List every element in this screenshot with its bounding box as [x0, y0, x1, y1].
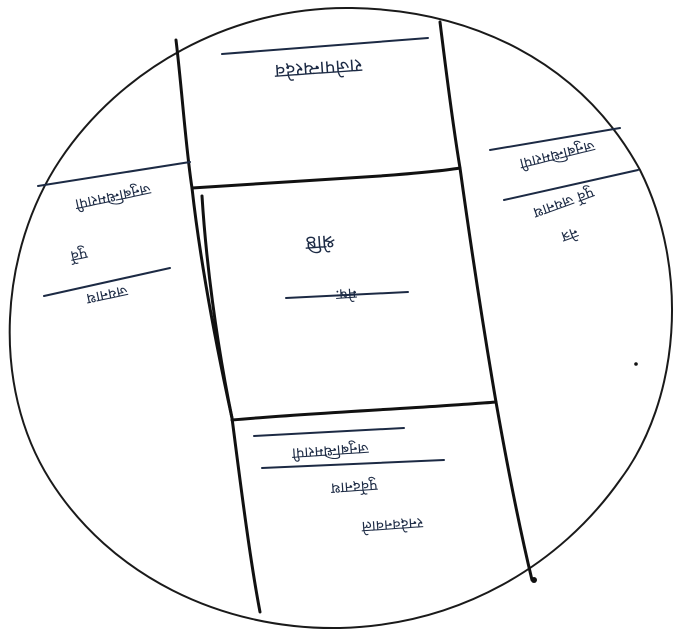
left-segment-text: जनुबन्धिमरापी पुर्वे जयनाथ — [38, 162, 190, 308]
bottom-text-rule-2 — [262, 460, 444, 468]
center-cell-left-edge — [202, 196, 232, 418]
bottom-text-line-3: रनदेवनवाले — [360, 514, 423, 536]
left-text-line-2: पुर्वे — [68, 243, 89, 265]
bottom-text-rule-1 — [254, 428, 404, 436]
ink-dot — [531, 577, 537, 583]
center-text-line-1: श्रेष्ठि — [304, 230, 336, 255]
right-text-line-2: पुर्वे जयनाथ — [530, 182, 596, 222]
left-text-rule-1 — [38, 162, 190, 186]
right-segment-text: जनुबन्धिमरापी पुर्वे जयनाथ नेत्र — [490, 128, 638, 246]
bottom-text-line-1: जनुबन्धिमरापी — [290, 438, 369, 462]
top-text-line-1: राजेपान्यरदेव — [274, 54, 363, 83]
ink-dot — [634, 362, 638, 366]
top-cell-text: राजेपान्यरदेव — [222, 38, 428, 83]
bottom-cell-divider — [232, 402, 496, 420]
bottom-cell-text: जनुबन्धिमरापी पुर्वेदनाथ रनदेवनवाले — [254, 428, 444, 536]
center-cell-text: श्रेष्ठि मेषः — [286, 230, 408, 304]
top-text-rule — [222, 38, 428, 54]
right-text-line-1: जनुबन्धिमरापी — [517, 136, 597, 173]
right-column-line — [440, 22, 532, 580]
right-text-line-3: नेत्र — [558, 223, 580, 246]
outer-circle — [10, 8, 672, 628]
center-text-line-2: मेषः — [334, 284, 357, 303]
left-column-line — [176, 40, 260, 612]
top-cell-divider — [192, 168, 460, 188]
bottom-text-line-2: पुर्वेदनाथ — [330, 475, 378, 497]
left-text-line-1: जनुबन्धिमरापी — [72, 179, 152, 214]
